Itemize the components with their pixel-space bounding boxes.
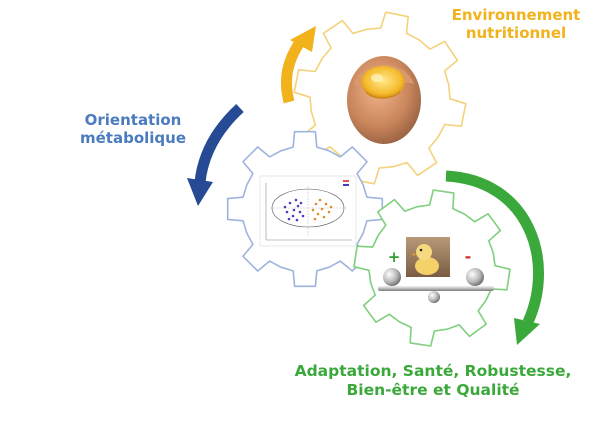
blue-cycle-arrow	[194, 103, 244, 183]
scatter-dot	[301, 214, 305, 218]
balance-minus-sign: -	[465, 247, 472, 266]
scatter-dot	[318, 198, 322, 202]
balance-scale-icon: + -	[378, 237, 494, 303]
blue-arrow-head	[187, 178, 213, 206]
scatter-dot	[316, 212, 320, 216]
label-orientation-line2: métabolique	[79, 129, 186, 147]
scatter-dot	[320, 207, 324, 211]
balance-plus-sign: +	[388, 248, 401, 266]
scatter-dot	[329, 205, 333, 209]
scatter-dot	[299, 201, 303, 205]
green-arrow-head	[514, 318, 540, 345]
scatter-dot	[322, 215, 326, 219]
label-environnement-line1: Environnement	[451, 6, 581, 24]
green-cycle-arrow	[445, 170, 545, 325]
label-environnement-line2: nutritionnel	[465, 24, 567, 42]
scatter-dot	[294, 198, 298, 202]
egg-image-icon	[347, 56, 421, 144]
label-outcomes-line2: Bien-être et Qualité	[346, 380, 520, 399]
label-orientation-line1: Orientation	[84, 111, 182, 129]
yellow-arrow-head	[290, 26, 316, 52]
label-environnement-nutritionnel: Environnement nutritionnel	[436, 6, 596, 42]
scatter-dot	[313, 217, 317, 221]
scatter-dot	[287, 217, 291, 221]
scatter-dot	[327, 210, 331, 214]
label-outcomes-line1: Adaptation, Santé, Robustesse,	[294, 362, 572, 380]
scatter-dot	[291, 214, 295, 218]
scatter-dot	[292, 208, 296, 212]
yellow-cycle-arrow	[281, 38, 305, 104]
scatter-dot	[288, 201, 292, 205]
pca-scatter-plot-icon	[259, 175, 357, 247]
scatter-dot	[298, 210, 302, 214]
label-outcomes: Adaptation, Santé, Robustesse, Bien-être…	[268, 362, 598, 399]
scatter-dot	[314, 202, 318, 206]
scatter-dot	[295, 218, 299, 222]
scatter-dot	[296, 204, 300, 208]
scatter-dot	[324, 202, 328, 206]
scatter-dot	[311, 208, 315, 212]
label-orientation-metabolique: Orientation métabolique	[58, 111, 208, 147]
scatter-dot	[283, 205, 287, 209]
scatter-dot	[285, 210, 289, 214]
